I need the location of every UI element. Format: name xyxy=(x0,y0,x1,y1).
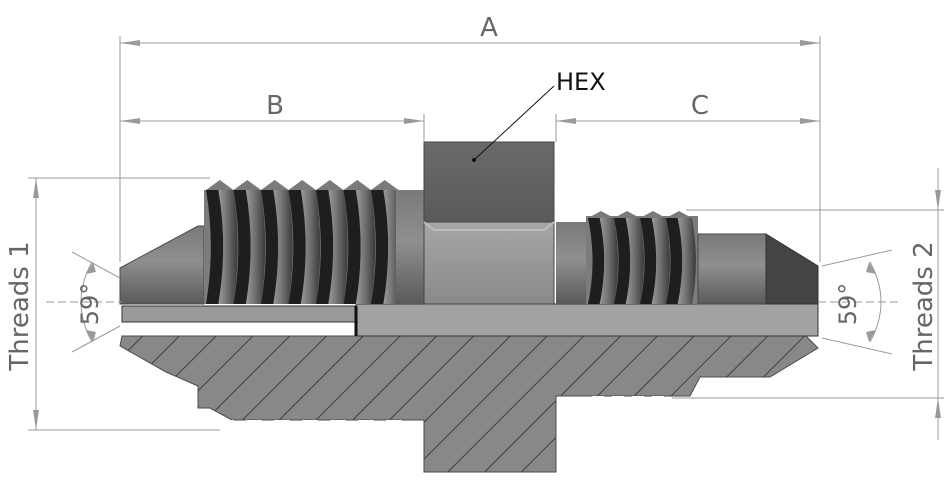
thread-crest xyxy=(625,218,644,304)
label-hex: HEX xyxy=(556,68,606,96)
thread-groove xyxy=(261,190,279,304)
thread-crest xyxy=(300,190,321,304)
thread-tooth xyxy=(233,180,261,190)
bore-left xyxy=(121,305,359,323)
thread-groove xyxy=(666,218,683,304)
thread-crest xyxy=(245,190,266,304)
thread-groove xyxy=(316,190,334,304)
label-c: C xyxy=(691,91,709,121)
label-b: B xyxy=(266,91,284,121)
left-neck xyxy=(396,190,424,304)
thread-tooth xyxy=(371,180,399,190)
label-a: A xyxy=(480,13,498,43)
label-threads-2: Threads 2 xyxy=(909,241,939,371)
label-threads-1: Threads 1 xyxy=(5,241,35,371)
dimension-threads-2 xyxy=(672,168,944,440)
thread-tooth xyxy=(640,211,666,218)
thread-groove xyxy=(640,218,657,304)
thread-crest xyxy=(651,218,670,304)
right-flare-cone xyxy=(765,233,819,305)
label-angle-left: 59° xyxy=(76,283,104,326)
thread-tooth xyxy=(666,211,692,218)
angle-right xyxy=(818,249,900,355)
thread-crest xyxy=(218,190,238,304)
hex-upper-face xyxy=(423,141,555,223)
right-neck xyxy=(556,222,586,304)
thread-tooth xyxy=(261,180,289,190)
label-angle-right: 59° xyxy=(834,283,862,326)
thread-groove xyxy=(288,190,306,304)
thread-tooth xyxy=(343,180,371,190)
section-thread-teeth-left xyxy=(218,420,402,432)
thread-tooth xyxy=(288,180,316,190)
thread-tooth xyxy=(316,180,344,190)
right-thread-crests xyxy=(588,211,696,304)
angle-left xyxy=(46,251,122,353)
bore-right xyxy=(355,303,819,337)
thread-tooth xyxy=(206,180,234,190)
hex-leader xyxy=(472,85,555,162)
thread-groove xyxy=(371,190,389,304)
thread-groove xyxy=(233,190,251,304)
dimension-b xyxy=(120,114,425,142)
hex-lower-face xyxy=(423,221,555,305)
dimension-c xyxy=(555,114,820,142)
thread-crest xyxy=(599,218,618,304)
thread-groove xyxy=(588,218,605,304)
left-thread-crests xyxy=(206,180,403,304)
cross-section xyxy=(119,335,819,473)
thread-crest xyxy=(677,218,696,304)
thread-groove xyxy=(206,190,224,304)
left-flare-cone xyxy=(119,225,205,305)
section-thread-teeth-right xyxy=(592,396,664,404)
thread-tooth xyxy=(614,211,640,218)
thread-tooth xyxy=(588,211,614,218)
thread-crest xyxy=(355,190,376,304)
right-pilot xyxy=(697,233,767,305)
thread-crest xyxy=(273,190,293,304)
dimension-threads-1 xyxy=(28,177,220,431)
dimension-a xyxy=(119,36,821,262)
thread-crest xyxy=(328,190,348,304)
thread-groove xyxy=(614,218,631,304)
thread-groove xyxy=(343,190,361,304)
